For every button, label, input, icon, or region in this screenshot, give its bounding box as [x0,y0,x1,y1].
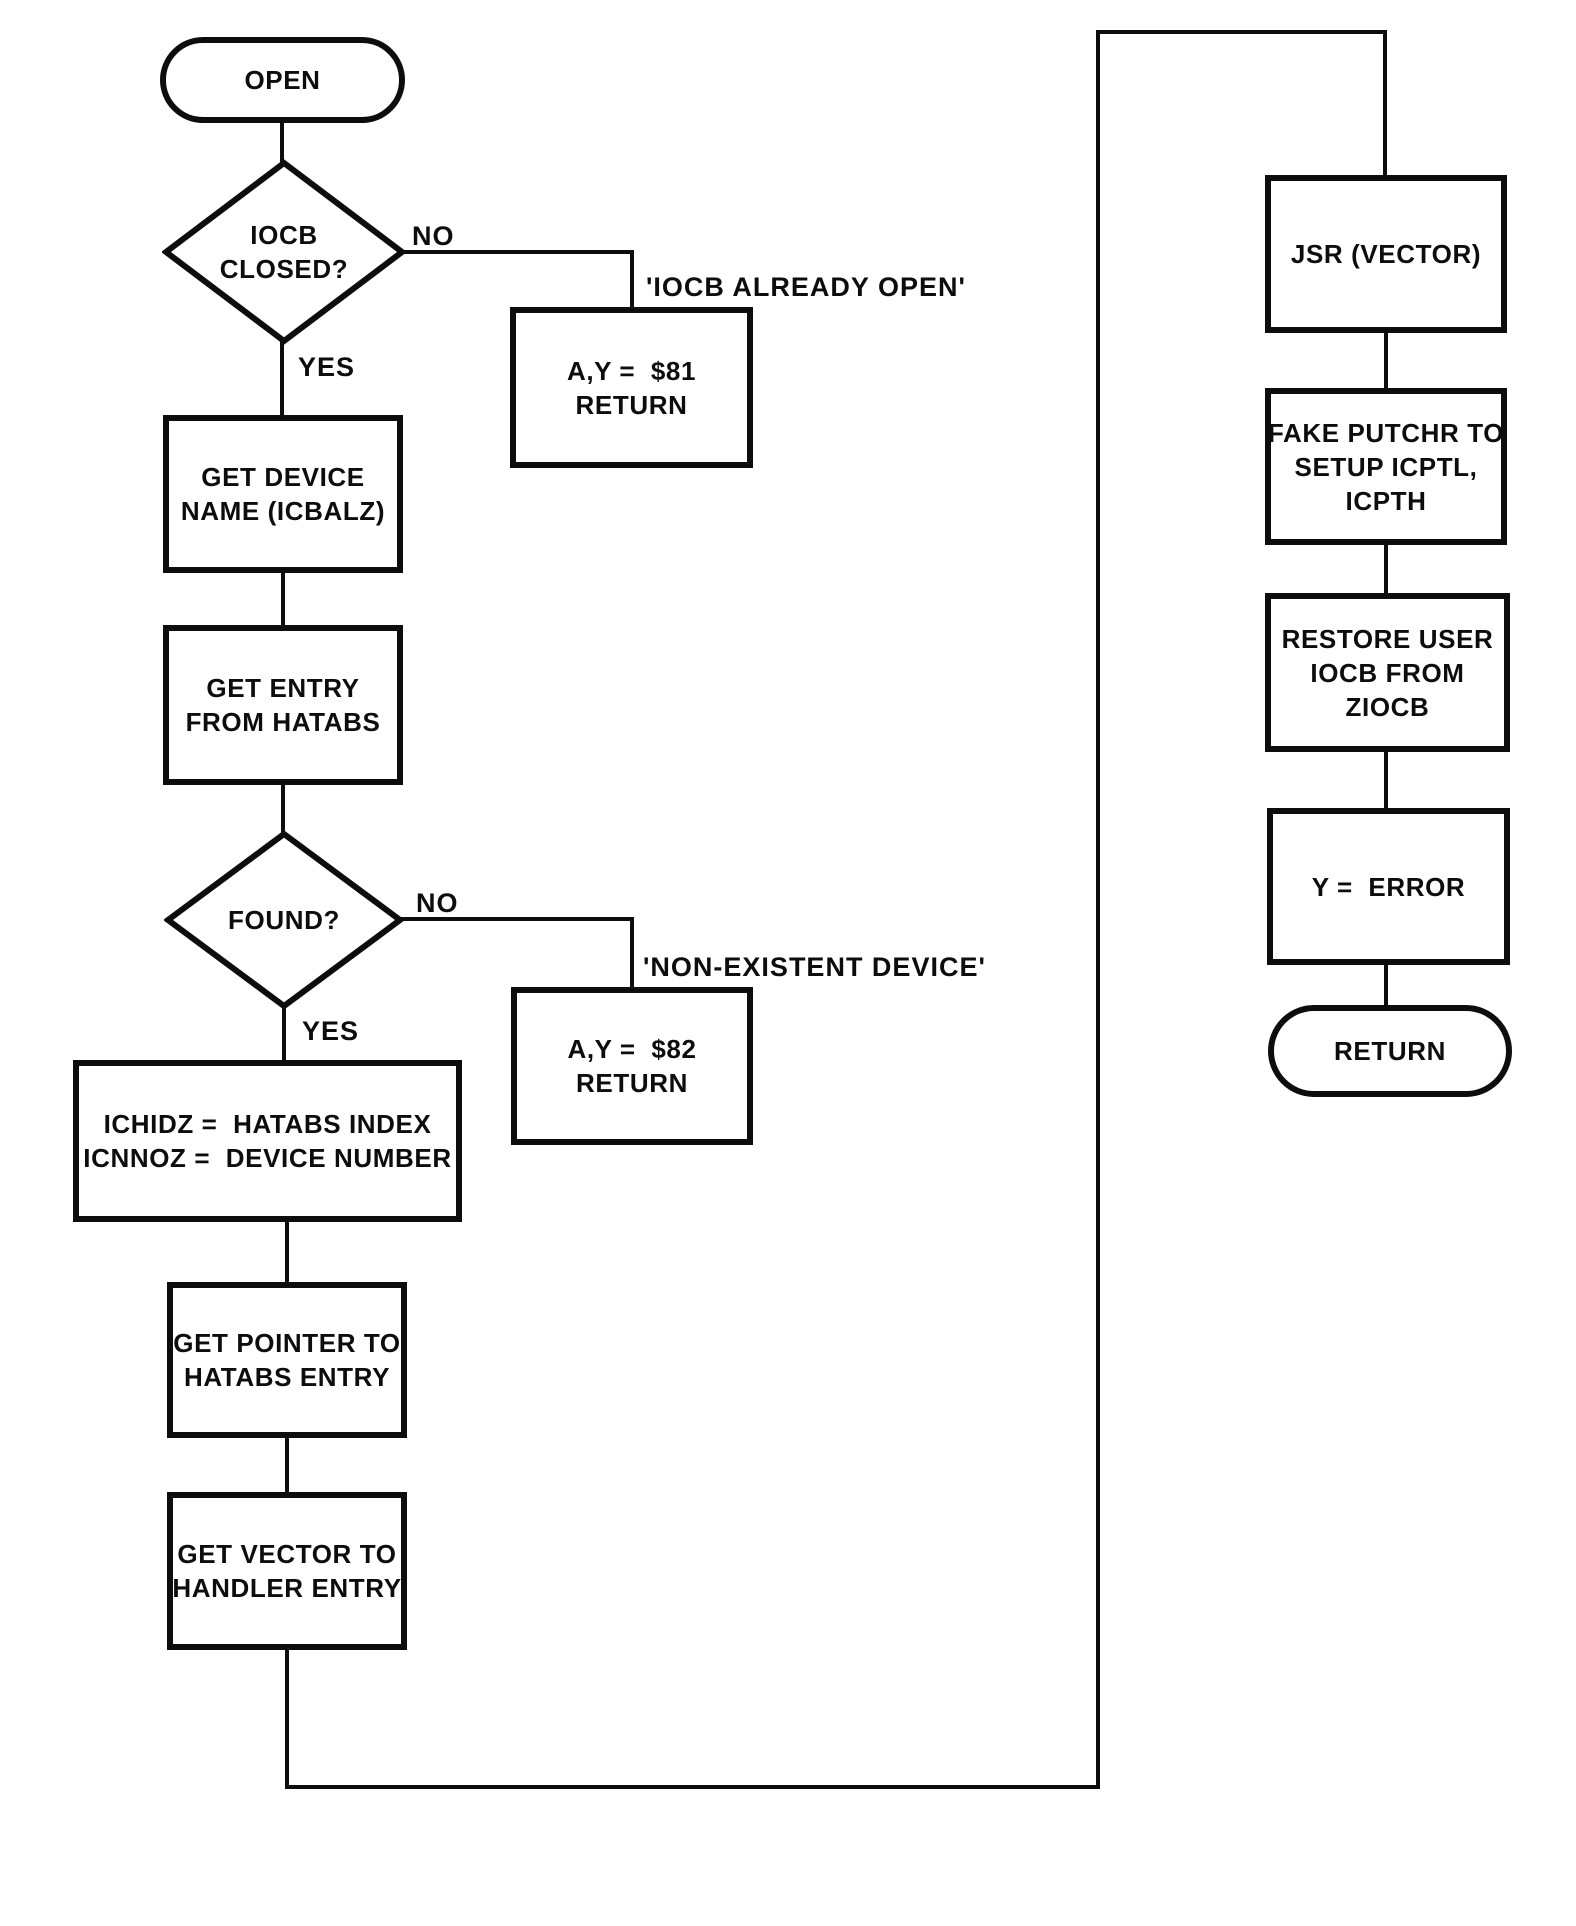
connector-iocb-closed-no-h [401,250,634,254]
connector-y-error-to-return [1384,965,1388,1007]
node-get-pointer: GET POINTER TO HATABS ENTRY [167,1282,407,1438]
node-found-decision: FOUND? [164,830,404,1010]
connector-get-vector-down [285,1650,289,1789]
connector-iocb-closed-yes [280,340,284,417]
connector-set-index-to-get-pointer [285,1222,289,1284]
edge-label-found-yes: YES [302,1016,360,1046]
connector-top-across [1096,30,1387,34]
annotation-non-existent-device: 'NON-EXISTENT DEVICE' [643,952,986,982]
node-restore-iocb-label: RESTORE USER [1281,623,1494,654]
connector-bottom-across [285,1785,1100,1789]
node-iocb-closed-decision: IOCB CLOSED? [162,159,406,345]
node-found-label: FOUND? [228,905,340,935]
connector-fake-putchr-to-restore [1384,545,1388,595]
node-fake-putchr: FAKE PUTCHR TO SETUP ICPTL, ICPTH [1265,388,1507,545]
connector-restore-to-y-error [1384,752,1388,810]
node-iocb-open-return-label: A,Y = $81 [566,355,697,386]
edge-label-found-no: NO [416,888,459,918]
node-set-index: ICHIDZ = HATABS INDEX ICNNOZ = DEVICE NU… [73,1060,462,1222]
node-iocb-open-return: A,Y = $81 RETURN [510,307,753,468]
edge-label-iocb-closed-no: NO [412,221,455,251]
node-y-error-label: Y = ERROR [1311,871,1466,902]
connector-right-riser [1096,30,1100,1789]
connector-open-to-iocb-closed [280,120,284,165]
node-return-label: RETURN [1334,1036,1446,1066]
node-return-terminal: RETURN [1268,1005,1512,1097]
connector-jsr-to-fake-putchr [1384,333,1388,390]
connector-found-no-h [400,917,634,921]
connector-get-entry-to-found [281,785,285,834]
node-jsr-vector: JSR (VECTOR) [1265,175,1507,333]
node-get-vector-label: GET VECTOR TO [177,1539,397,1569]
node-jsr-vector-label: JSR (VECTOR) [1290,239,1482,269]
node-iocb-closed-label: IOCB [250,220,318,250]
node-nonexistent-return-label: A,Y = $82 [567,1034,697,1064]
connector-get-device-to-get-entry [281,573,285,627]
node-get-device-label: GET DEVICE [201,462,365,492]
node-get-device: GET DEVICE NAME (ICBALZ) [163,415,403,573]
node-y-error: Y = ERROR [1267,808,1510,965]
edge-label-iocb-closed-yes: YES [298,352,356,382]
node-get-pointer-label: GET POINTER TO [173,1328,401,1358]
decision-diamond-shape [162,159,406,345]
node-nonexistent-return: A,Y = $82 RETURN [511,987,753,1145]
connector-iocb-closed-no-v [630,250,634,310]
node-open-terminal: OPEN [160,37,405,123]
decision-diamond-shape [164,830,404,1010]
node-open-label: OPEN [244,65,321,95]
connector-found-yes [282,1008,286,1062]
node-fake-putchr-label: FAKE PUTCHR TO [1267,417,1505,448]
node-get-vector: GET VECTOR TO HANDLER ENTRY [167,1492,407,1650]
connector-found-no-v [630,917,634,989]
annotation-iocb-already-open: 'IOCB ALREADY OPEN' [646,272,966,302]
node-get-entry-label: GET ENTRY [206,673,360,703]
node-get-entry: GET ENTRY FROM HATABS [163,625,403,785]
connector-get-pointer-to-get-vector [285,1438,289,1494]
connector-into-jsr [1383,30,1387,177]
node-restore-iocb: RESTORE USER IOCB FROM ZIOCB [1265,593,1510,752]
node-set-index-label: ICHIDZ = HATABS INDEX [103,1109,432,1139]
